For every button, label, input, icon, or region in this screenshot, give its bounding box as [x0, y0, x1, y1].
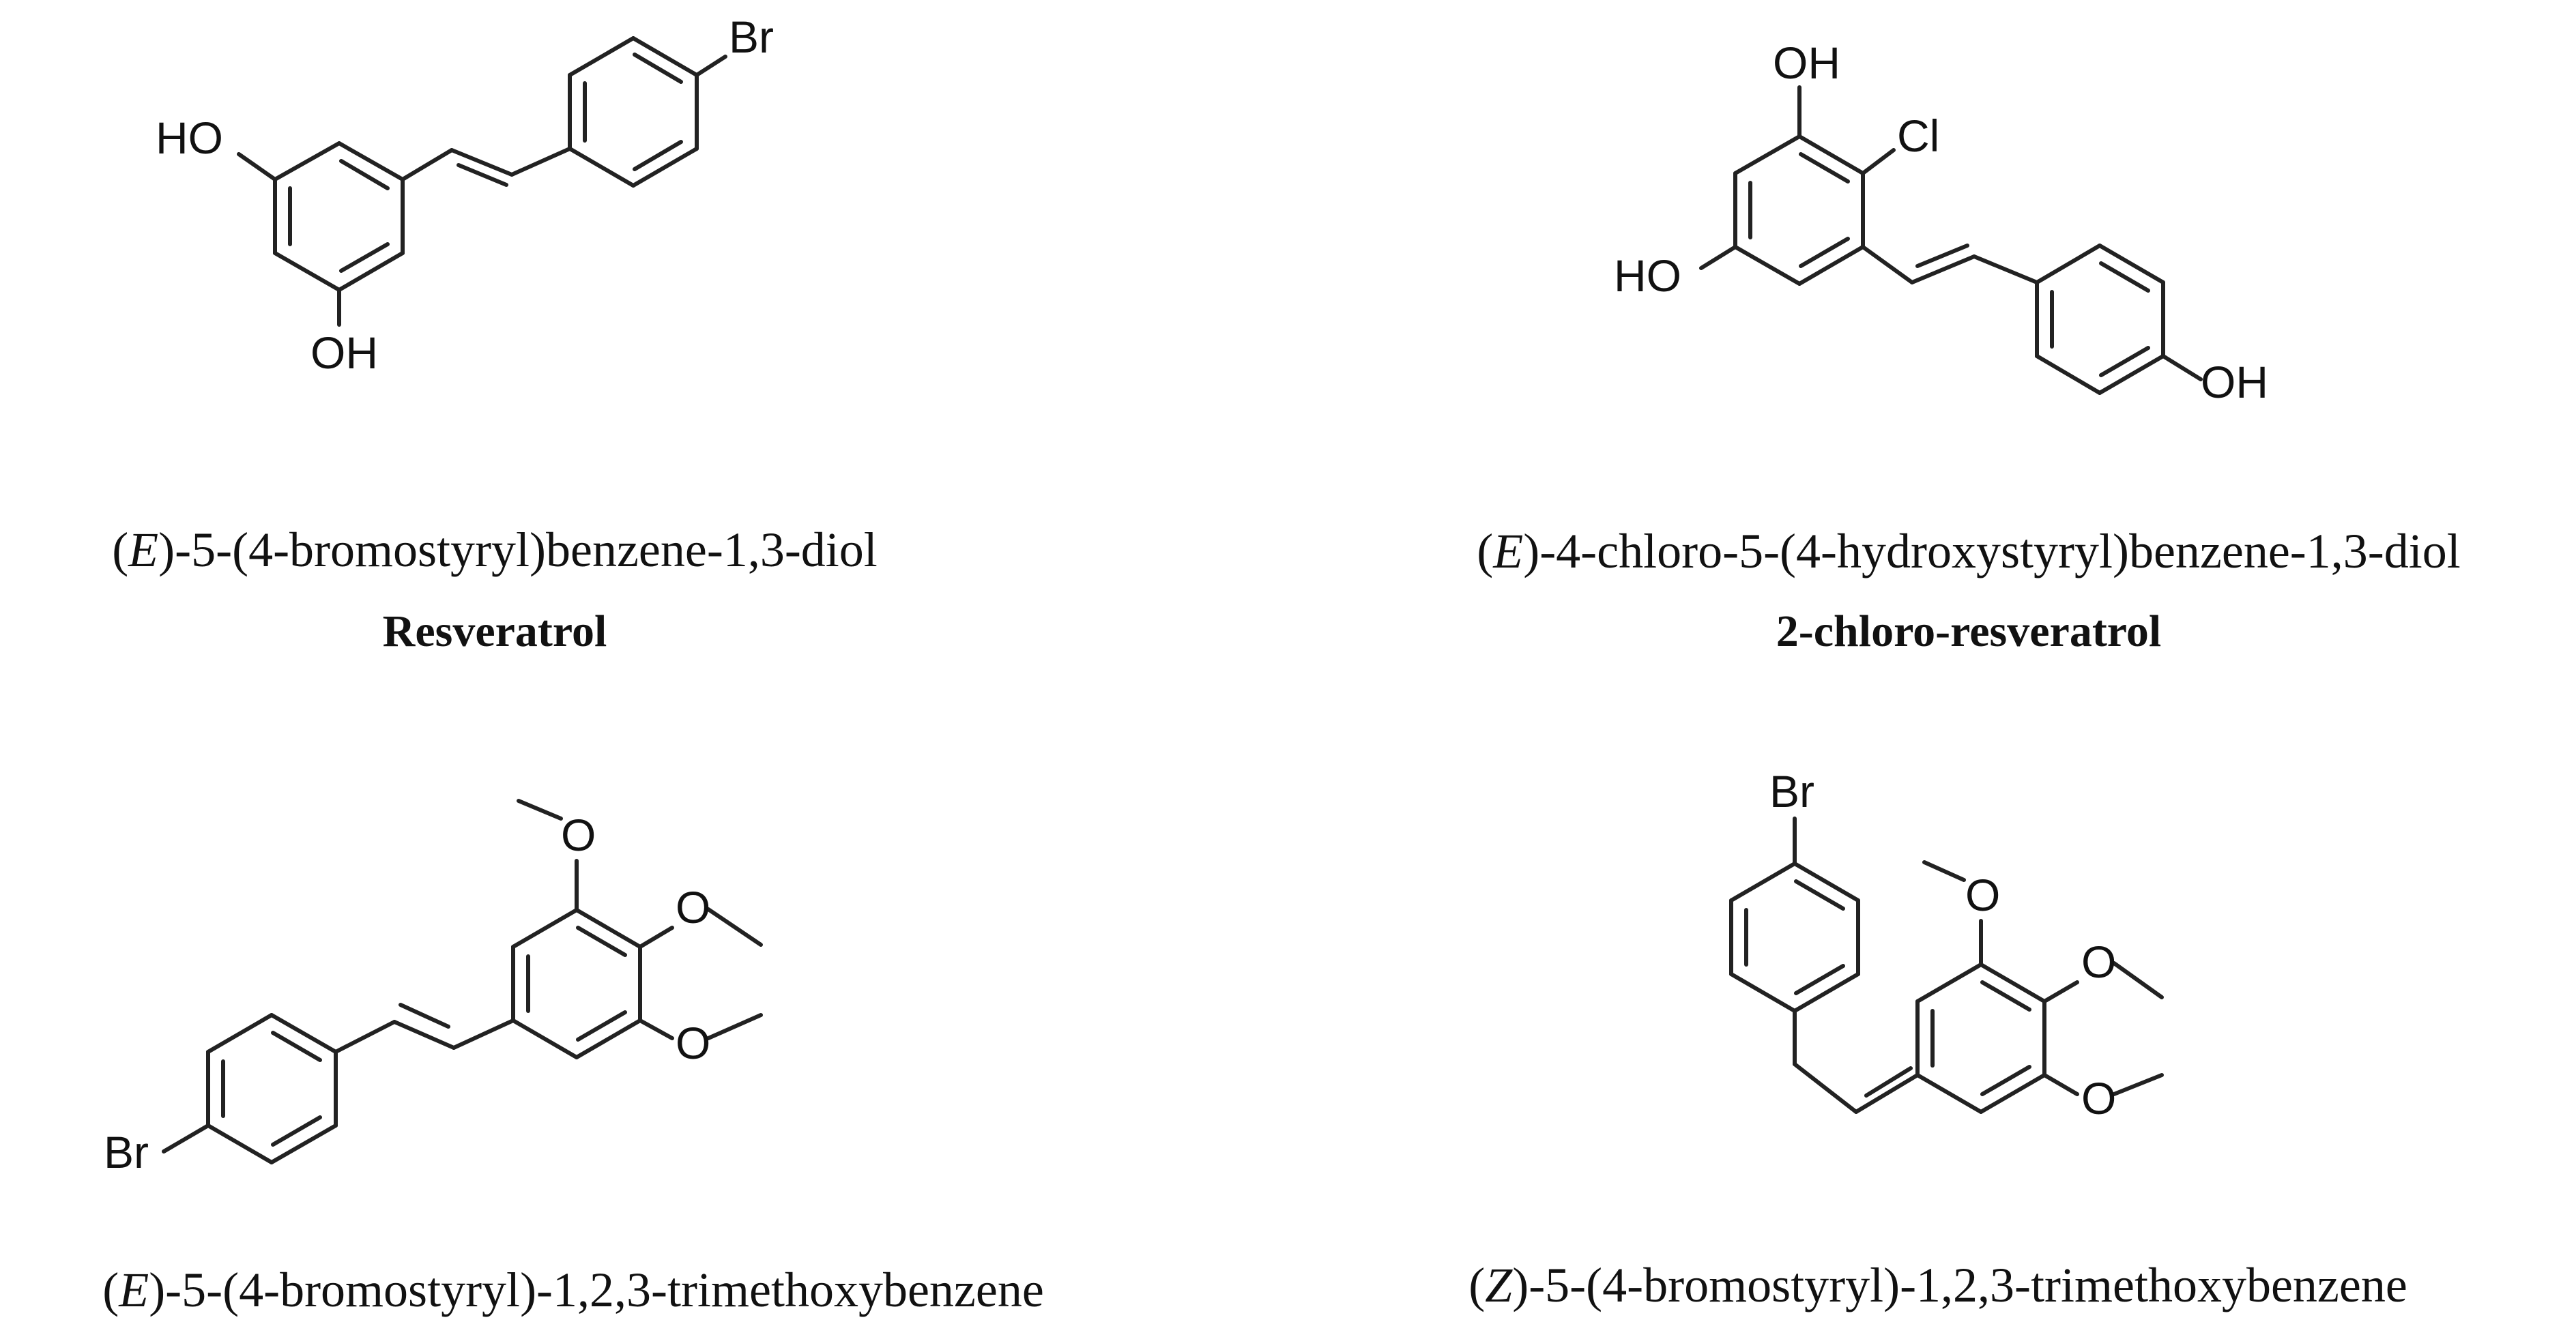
atom-label: Br [104, 1127, 149, 1177]
structure-4: Br O O O [1729, 766, 2164, 1123]
ring-b [162, 1013, 396, 1164]
atom-label: O [1965, 870, 2000, 920]
stereo-descriptor: Z [1485, 1258, 1513, 1312]
ring-a [1915, 860, 2164, 1114]
stereo-descriptor: E [119, 1263, 149, 1317]
compound-3-iupac-name: (E)-5-(4-bromostyryl)-1,2,3-trimethoxybe… [102, 1263, 1044, 1317]
ring-a [511, 799, 763, 1059]
structure-3: O O O Br [104, 799, 763, 1177]
ring-b [568, 36, 727, 188]
vinyl-linker [450, 147, 572, 187]
vinyl-linker [1793, 1062, 1920, 1114]
ring-a [237, 141, 454, 327]
atom-label: Cl [1897, 111, 1939, 161]
ring-b [2035, 244, 2203, 395]
atom-label: O [676, 882, 710, 932]
atom-label: Br [1769, 766, 1814, 817]
stereo-descriptor: E [1493, 524, 1524, 578]
compound-2-common-name: 2-chloro-resveratrol [1776, 606, 2162, 656]
atom-label: O [676, 1018, 710, 1068]
atom-label: HO [156, 113, 223, 163]
ring-b [1729, 817, 1860, 1066]
stereo-descriptor: E [128, 523, 159, 577]
compound-4-iupac-name: (Z)-5-(4-bromostyryl)-1,2,3-trimethoxybe… [1468, 1258, 2407, 1312]
atom-label: Br [729, 12, 774, 62]
vinyl-linker [1910, 244, 2039, 284]
atom-label: O [2081, 937, 2116, 987]
atom-label: HO [1614, 250, 1681, 301]
atom-label: O [2081, 1073, 2116, 1123]
structure-2: OH Cl HO OH [1614, 38, 2268, 407]
compound-1-iupac-name: (E)-5-(4-bromostyryl)benzene-1,3-diol [112, 523, 878, 577]
ring-a [1699, 85, 1914, 286]
atom-label: OH [1773, 38, 1840, 88]
structure-1: HO OH Br [156, 12, 774, 378]
compound-1-common-name: Resveratrol [382, 606, 607, 656]
atom-label: OH [2201, 357, 2268, 407]
atom-label: OH [310, 327, 378, 378]
atom-label: O [561, 810, 596, 860]
compound-2-iupac-name: (E)-4-chloro-5-(4-hydroxystyryl)benzene-… [1477, 524, 2461, 578]
vinyl-linker [392, 1003, 515, 1050]
